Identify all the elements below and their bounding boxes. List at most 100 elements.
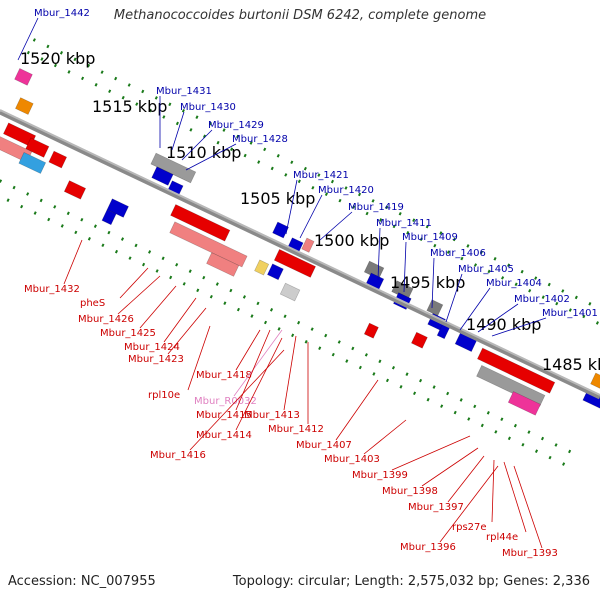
gene-label[interactable]: Mbur_1413: [244, 410, 300, 421]
gene-label[interactable]: Mbur_1402: [514, 294, 570, 305]
gene-label[interactable]: Mbur_1416: [150, 450, 206, 461]
leader-line: [421, 447, 479, 487]
gene-label[interactable]: Mbur_1425: [100, 328, 156, 339]
gene-label[interactable]: Mbur_1420: [318, 185, 374, 196]
gene-label[interactable]: Mbur_1405: [458, 264, 514, 275]
gene-block[interactable]: [301, 237, 315, 253]
leader-line: [377, 227, 381, 281]
gene-label[interactable]: Mbur_1418: [196, 370, 252, 381]
tick-label: 1500 kbp: [314, 231, 389, 250]
gene-block[interactable]: [150, 152, 197, 184]
leader-line: [163, 297, 197, 343]
leader-line: [513, 465, 543, 549]
gene-block[interactable]: [106, 198, 129, 218]
gene-block[interactable]: [411, 331, 428, 349]
gene-label[interactable]: Mbur_1401: [542, 308, 598, 319]
gene-label[interactable]: Mbur_R0032: [194, 396, 257, 407]
gene-label[interactable]: Mbur_1414: [196, 430, 252, 441]
gene-block[interactable]: [279, 282, 301, 302]
leader-line: [477, 303, 519, 333]
gene-label[interactable]: Mbur_1426: [78, 314, 134, 325]
leader-line: [139, 285, 177, 329]
leader-line: [167, 307, 207, 355]
leader-line: [391, 435, 471, 471]
leader-line: [439, 465, 499, 543]
leader-line: [235, 337, 283, 431]
leader-line: [335, 379, 379, 441]
gene-block[interactable]: [25, 137, 50, 158]
gene-label[interactable]: Mbur_1429: [208, 120, 264, 131]
leader-line: [187, 325, 211, 391]
leader-line: [491, 459, 495, 523]
gene-label[interactable]: rps27e: [452, 522, 487, 533]
gene-label[interactable]: Mbur_1403: [324, 454, 380, 465]
leader-line: [233, 329, 283, 397]
gene-block[interactable]: [151, 166, 174, 186]
genome-backbone: [0, 109, 600, 400]
gene-label[interactable]: Mbur_1415: [196, 410, 252, 421]
gene-block[interactable]: [170, 204, 231, 242]
gene-label[interactable]: Mbur_1430: [180, 102, 236, 113]
gene-label[interactable]: Mbur_1396: [400, 542, 456, 553]
gene-label[interactable]: Mbur_1419: [348, 202, 404, 213]
leader-line: [319, 211, 353, 241]
gene-label[interactable]: rpl44e: [486, 532, 518, 543]
gene-block[interactable]: [477, 347, 556, 394]
gene-label[interactable]: Mbur_1397: [408, 502, 464, 513]
gene-label[interactable]: rpl10e: [148, 390, 180, 401]
gene-block[interactable]: [363, 322, 379, 339]
leader-line: [491, 317, 547, 337]
gene-block[interactable]: [273, 248, 316, 278]
gene-label[interactable]: Mbur_1424: [124, 342, 180, 353]
tick-label: 1520 kbp: [20, 49, 95, 68]
gene-label[interactable]: Mbur_1432: [24, 284, 80, 295]
gene-block[interactable]: [15, 97, 34, 115]
leader-line: [185, 143, 237, 171]
gene-label[interactable]: Mbur_1431: [156, 86, 212, 97]
leader-line: [181, 129, 213, 161]
gene-block[interactable]: [254, 259, 270, 276]
gene-label[interactable]: Mbur_1407: [296, 440, 352, 451]
leader-line: [119, 267, 149, 299]
gene-block[interactable]: [507, 391, 541, 416]
gene-block[interactable]: [101, 209, 117, 226]
gene-label[interactable]: Mbur_1421: [293, 170, 349, 181]
leader-line: [117, 275, 161, 315]
gene-label[interactable]: Mbur_1428: [232, 134, 288, 145]
tick-label: 1485 kbp: [542, 355, 600, 374]
leader-line: [299, 194, 323, 239]
gene-label[interactable]: pheS: [80, 298, 105, 309]
gene-block[interactable]: [267, 263, 284, 281]
gene-label[interactable]: Mbur_1406: [430, 248, 486, 259]
gene-label[interactable]: Mbur_1409: [402, 232, 458, 243]
leader-line: [447, 455, 485, 503]
gene-label[interactable]: Mbur_1423: [128, 354, 184, 365]
gene-block[interactable]: [272, 221, 289, 239]
genome-backbone-highlight: [0, 109, 600, 396]
leader-line: [403, 241, 407, 293]
gene-block[interactable]: [3, 122, 37, 148]
gene-label[interactable]: Mbur_1398: [382, 486, 438, 497]
leader-line: [459, 287, 491, 331]
tick-label: 1510 kbp: [166, 143, 241, 162]
gene-label[interactable]: Mbur_1399: [352, 470, 408, 481]
gene-block[interactable]: [590, 372, 600, 392]
gene-label[interactable]: Mbur_1404: [486, 278, 542, 289]
gene-block[interactable]: [18, 151, 47, 174]
accession-text: Accession: NC_007955: [8, 574, 156, 589]
leader-line: [283, 335, 297, 411]
gene-label[interactable]: Mbur_1412: [268, 424, 324, 435]
gene-block[interactable]: [14, 68, 33, 86]
gene-block[interactable]: [48, 150, 68, 169]
tick-label: 1490 kbp: [466, 315, 541, 334]
gene-block[interactable]: [63, 180, 87, 200]
gene-label[interactable]: Mbur_1442: [34, 8, 90, 19]
gene-label[interactable]: Mbur_1393: [502, 548, 558, 559]
gene-label[interactable]: Mbur_1411: [376, 218, 432, 229]
gene-block[interactable]: [206, 252, 240, 277]
leader-line: [235, 329, 261, 371]
leader-line: [63, 239, 83, 285]
tick-label: 1495 kbp: [390, 273, 465, 292]
leader-line: [431, 257, 435, 309]
